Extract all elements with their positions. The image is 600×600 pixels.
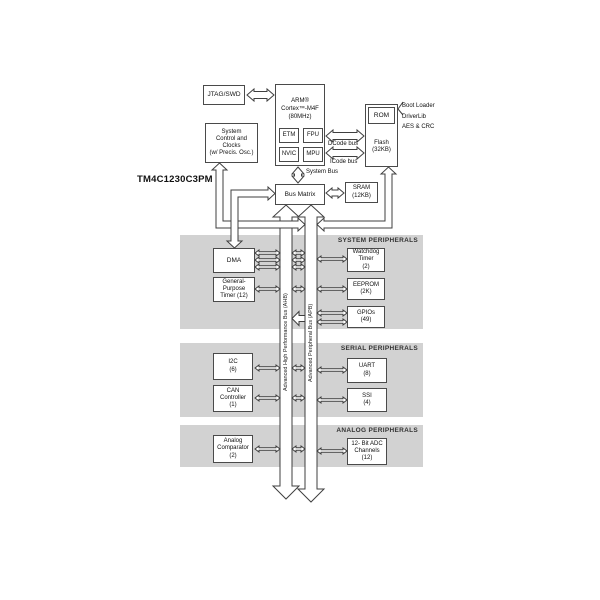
ahb-bus: [271, 204, 301, 500]
sysctl-label: System Control and Clocks (w/ Precis. Os…: [209, 128, 254, 157]
block-mpu: MPU: [303, 147, 323, 162]
block-busmatrix: Bus Matrix: [275, 184, 325, 205]
block-etm: ETM: [279, 128, 299, 143]
ahb-apb-arrow-3: [291, 263, 306, 271]
ahb-apb-arrow-6: [291, 394, 306, 402]
block-dma: DMA: [213, 248, 255, 273]
rom-notes: Boot Loader DriverLib AES & CRC: [402, 103, 435, 131]
ssi-label: SSI (4): [362, 392, 372, 406]
fpu-label: FPU: [307, 131, 319, 138]
rom-label: ROM: [373, 111, 390, 119]
etm-label: ETM: [282, 131, 296, 138]
block-watchdog: Watchdog Timer (2): [347, 248, 385, 272]
acmp-ahb-arrow: [254, 445, 281, 453]
watchdog-label: Watchdog Timer (2): [352, 249, 380, 270]
gptimer-label: General- Purpose Timer (12): [220, 278, 248, 300]
jtag-core-arrow: [246, 87, 275, 103]
apb-gpio-arrow-2: [316, 318, 348, 326]
analog-peripherals-title: ANALOG PERIPHERALS: [336, 427, 418, 434]
rom-notes-bracket: [397, 101, 404, 116]
block-uart: UART (8): [347, 358, 387, 383]
block-ssi: SSI (4): [347, 388, 387, 412]
apb-bus-label: Advanced Peripheral Bus (APB): [308, 303, 314, 382]
block-can: CAN Controller (1): [213, 385, 253, 412]
apb-ssi-arrow: [316, 396, 348, 404]
ahb-apb-arrow-1: [291, 249, 306, 257]
system-bus-label: System Bus: [306, 169, 339, 175]
serial-peripherals-title: SERIAL PERIPHERALS: [340, 345, 418, 352]
ahb-bus-label: Advanced High Performance Bus (AHB): [283, 293, 289, 392]
apb-eeprom-arrow: [316, 285, 348, 293]
block-i2c: I2C (6): [213, 353, 253, 380]
apb-gpio-arrow-1: [316, 309, 348, 317]
ahb-apb-arrow-4: [291, 285, 306, 293]
eeprom-label: EEPROM (2K): [352, 281, 379, 295]
adc-label: 12- Bit ADC Channels (12): [351, 440, 383, 462]
acmp-label: Analog Comparator (2): [217, 438, 249, 459]
nvic-label: NVIC: [281, 150, 297, 157]
apb-bus: [296, 204, 326, 503]
block-nvic: NVIC: [279, 147, 299, 162]
apb-uart-arrow: [316, 366, 348, 374]
gptimer-ahb-arrow: [254, 285, 281, 293]
block-rom: ROM: [368, 107, 395, 124]
block-sysctl: System Control and Clocks (w/ Precis. Os…: [205, 123, 258, 163]
dma-ahb-arrow-1: [254, 249, 281, 257]
apb-flash-channel: [316, 166, 398, 233]
system-bus-arrow: [290, 166, 306, 184]
ahb-apb-arrow-5: [291, 364, 306, 372]
apb-adc-arrow: [316, 447, 348, 455]
mpu-label: MPU: [306, 150, 320, 157]
dma-ahb-arrow-3: [254, 263, 281, 271]
block-fpu: FPU: [303, 128, 323, 143]
dcode-bus-arrow: [325, 128, 365, 144]
busmatrix-label: Bus Matrix: [284, 190, 316, 198]
icode-bus-arrow: [325, 145, 365, 161]
block-gptimer: General- Purpose Timer (12): [213, 277, 255, 302]
sysctl-apb-channel: [210, 162, 306, 233]
dcode-bus-label: DCode bus: [328, 141, 359, 147]
system-peripherals-title: SYSTEM PERIPHERALS: [337, 237, 418, 244]
sram-label: SRAM (12KB): [352, 185, 371, 199]
i2c-label: I2C (6): [228, 359, 238, 373]
block-eeprom: EEPROM (2K): [347, 278, 385, 300]
dma-label: DMA: [226, 256, 242, 264]
ahb-apb-arrow-2: [291, 256, 306, 264]
flash-label: Flash (32KB): [372, 140, 391, 154]
block-jtag: JTAG/SWD: [203, 85, 245, 105]
ahb-apb-arrow-7: [291, 445, 306, 453]
dma-ahb-arrow-2: [254, 256, 281, 264]
busmatrix-sram-arrow: [325, 186, 345, 200]
block-acmp: Analog Comparator (2): [213, 435, 253, 463]
gpio-ahb-arrow: [291, 310, 306, 327]
can-ahb-arrow: [254, 394, 281, 402]
chip-label: TM4C1230C3PM: [137, 174, 213, 185]
block-gpio: GPIOs (49): [347, 306, 385, 328]
block-sram: SRAM (12KB): [345, 182, 378, 203]
uart-label: UART (8): [358, 363, 376, 377]
gpio-label: GPIOs (49): [356, 309, 375, 323]
block-adc: 12- Bit ADC Channels (12): [347, 438, 387, 465]
icode-bus-label: ICode bus: [330, 159, 358, 165]
can-label: CAN Controller (1): [219, 387, 246, 409]
apb-watchdog-arrow: [316, 255, 348, 263]
i2c-ahb-arrow: [254, 364, 281, 372]
cpu-core-title: ARM® Cortex™-M4F (80MHz): [281, 98, 319, 120]
jtag-label: JTAG/SWD: [207, 91, 241, 99]
